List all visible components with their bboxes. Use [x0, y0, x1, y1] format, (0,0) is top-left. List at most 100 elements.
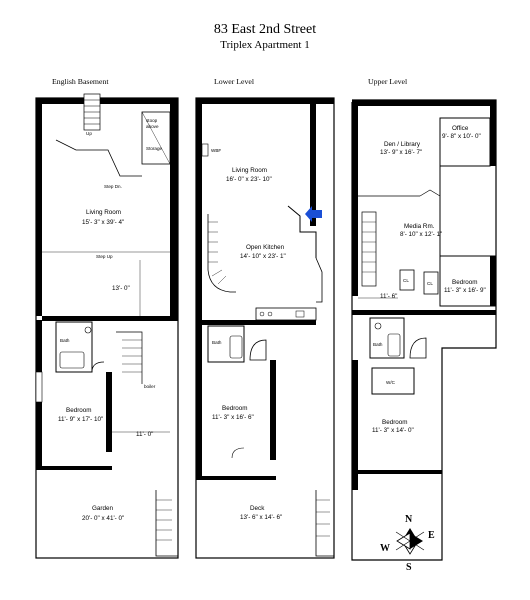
upper-bedroom-2-dim: 11'- 3" x 14'- 0" [372, 427, 414, 434]
lower-bath-label: Bath [212, 340, 222, 345]
upper-west-wall [352, 100, 358, 296]
upper-north-wall [352, 100, 496, 106]
lower-entry-arrow-icon [305, 206, 322, 222]
lower-kitchen-counter [255, 307, 317, 321]
upper-media-rm-label: Media Rm. [404, 223, 435, 230]
basement-partition-wall [42, 316, 178, 321]
upper-cl2-label: CL [427, 281, 433, 286]
basement-dim-11: 11'- 0" [136, 431, 153, 438]
lower-east-wall [310, 98, 316, 226]
lower-curved-wall [249, 339, 267, 361]
basement-north-wall-a [36, 98, 84, 104]
upper-closet-1 [399, 269, 415, 291]
lower-deck-dim: 13'- 6" x 14'- 6" [240, 514, 282, 521]
compass-w: W [380, 543, 390, 554]
lower-kitchen-wall [315, 257, 323, 303]
basement-storage-diagonal [141, 111, 171, 165]
lower-tub [229, 335, 243, 359]
lower-rear-west-wall [196, 320, 202, 480]
lower-level-label: Lower Level [214, 77, 255, 86]
upper-den-library-label: Den / Library [384, 141, 421, 148]
basement-living-room-dim: 15'- 3" x 39'- 4" [82, 219, 124, 226]
upper-bath [369, 317, 405, 359]
upper-office [439, 117, 491, 167]
basement-dim-13: 13'- 0" [112, 285, 130, 292]
basement-stair-up-label: Up [86, 131, 92, 136]
lower-fireplace [201, 143, 209, 157]
basement-step-dn-label: Step Dn. [104, 184, 122, 189]
plan-title: 83 East 2nd Street [213, 22, 317, 37]
lower-north-wall [196, 98, 334, 104]
lower-entry-wall [287, 205, 317, 258]
lower-open-kitchen-label: Open Kitchen [246, 244, 285, 251]
upper-den-library-dim: 13'- 9" x 16'- 7" [380, 149, 422, 156]
lower-living-room-label: Living Room [232, 167, 267, 174]
compass-e: E [428, 530, 435, 541]
lower-wbf-label: WBF [211, 148, 221, 153]
upper-cl1-label: CL [403, 278, 409, 283]
basement-step-down-line [55, 139, 142, 177]
upper-bedroom-2-label: Bedroom [382, 419, 408, 426]
plan-subtitle: Triplex Apartment 1 [220, 39, 310, 51]
upper-office-label: Office [452, 125, 469, 132]
basement-level-label: English Basement [52, 77, 109, 86]
upper-den-doors [419, 189, 441, 197]
basement-tub [59, 351, 85, 369]
upper-toilet [374, 322, 382, 330]
lower-bath [207, 325, 245, 363]
basement-south-wall [42, 466, 112, 470]
compass-s: S [406, 562, 412, 573]
lower-bedroom-door-arc [231, 447, 245, 459]
upper-closet-2 [423, 271, 439, 295]
lower-bedroom-east-wall [270, 360, 276, 460]
basement-storage-room [141, 111, 171, 165]
upper-office-dim: 9'- 8" x 10'- 0" [442, 133, 481, 140]
english-basement-plan: English Basement Up stoop above Storage … [35, 77, 179, 559]
upper-east-wall [490, 100, 496, 166]
upper-wic-label: W/C [386, 380, 396, 385]
lower-west-wall [196, 98, 202, 414]
lower-level-plan: Lower Level WBF Living Room 16'- 0" x 23… [195, 77, 335, 559]
upper-dim-11-6: 11'- 6" [380, 293, 397, 300]
compass-rose-icon: N S E W [380, 514, 435, 573]
upper-wic [371, 367, 415, 395]
upper-outline [351, 99, 497, 561]
lower-stair [207, 214, 236, 293]
basement-window [35, 371, 43, 403]
basement-bath-label: Bath [60, 338, 70, 343]
basement-living-room-label: Living Room [86, 209, 121, 216]
lower-deck-stair [315, 490, 334, 557]
lower-bedroom-dim: 11'- 3" x 16'- 6" [212, 414, 254, 421]
basement-outline [35, 97, 179, 559]
basement-stoop-label: stoop [146, 118, 158, 123]
lower-south-wall [202, 476, 276, 480]
basement-toilet [84, 326, 92, 334]
lower-stove-burner-1 [259, 311, 265, 317]
basement-west-wall [36, 98, 42, 316]
upper-bedroom-1-label: Bedroom [452, 279, 478, 286]
upper-rear-west-wall [352, 360, 358, 490]
basement-bedroom-door-arc [91, 361, 105, 373]
basement-north-wall-b [100, 98, 178, 104]
basement-bedroom-dim: 11'- 9" x 17'- 10" [58, 416, 103, 423]
basement-east-wall [170, 98, 178, 316]
basement-bath [55, 321, 93, 373]
basement-garden-dim: 20'- 0" x 41'- 0" [82, 515, 124, 522]
upper-level-label: Upper Level [368, 77, 408, 86]
upper-bath-label: Bath [373, 342, 383, 347]
lower-bedroom-label: Bedroom [222, 405, 248, 412]
upper-bedroom-1-dim: 11'- 3" x 16'- 9" [444, 287, 486, 294]
compass-n: N [405, 514, 413, 525]
basement-bedroom-label: Bedroom [66, 407, 92, 414]
lower-stove-burner-2 [267, 311, 273, 317]
lower-open-kitchen-dim: 14'- 10" x 23'- 1" [240, 253, 286, 260]
upper-media-rm-dim: 8'- 10" x 12'- 1" [400, 231, 442, 238]
lower-kitchen-sink [295, 310, 305, 318]
basement-garden-label: Garden [92, 505, 114, 512]
basement-bedroom-east-wall [106, 372, 112, 452]
lower-partition-wall [202, 320, 316, 325]
lower-living-room-dim: 16'- 0" x 23'- 10" [226, 176, 272, 183]
upper-stair [361, 211, 377, 287]
basement-storage-label: Storage [146, 146, 163, 151]
